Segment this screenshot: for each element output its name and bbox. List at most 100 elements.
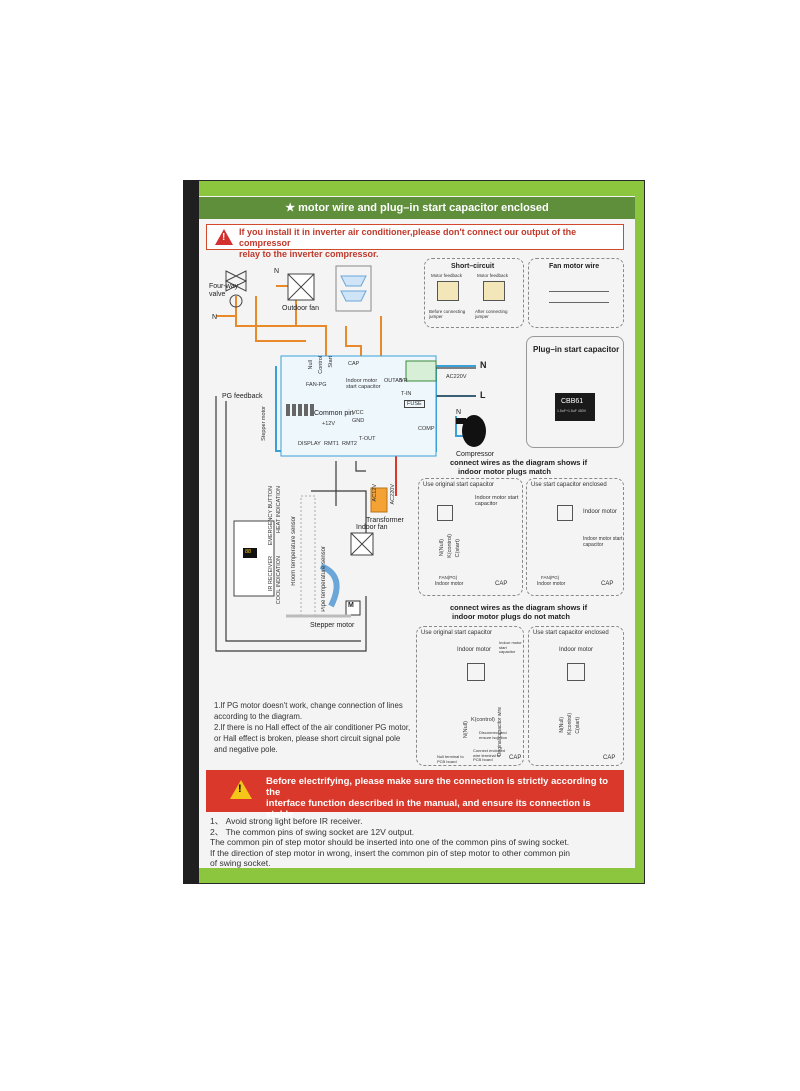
header-title: ★ motor wire and plug–in start capacitor… [199,197,635,219]
pg-note-3: 2.If there is no Hall effect of the air … [214,723,411,732]
pg-note-5: and negative pole. [214,745,278,754]
pg-note-1: 1.If PG motor doesn't work, change conne… [214,701,403,710]
match-right-indoor-motor-lbl: Indoor motor [537,581,566,587]
pipe-temp-label: Pipe temperature sensor [321,546,327,612]
match-right-indoor-motor: Indoor motor [583,509,618,515]
valve-n-label: N [212,314,218,321]
match-left-n-null: N(Null) [439,539,445,557]
nomatch-right-motor [567,663,585,681]
nomatch-left-motor [467,663,485,681]
room-temp-label: Room temperature sensor [291,516,297,586]
bottom-note-5: of swing socket. [210,858,271,868]
inverter-warning-line2: relay to the inverter compressor. [239,249,379,259]
match-right-box: Use start capacitor enclosed Indoor moto… [526,478,624,596]
fan-pg-label: FAN-PG [306,382,327,388]
control-label: Control [318,356,324,374]
stepper-motor-box [345,600,361,616]
main-n-label: N [480,360,487,370]
jumper-after [483,281,505,301]
fuse-label: FUSE [404,400,425,408]
plug-in-capacitor-box: Plug–in start capacitor CBB61 1.5uF+1.5u… [526,336,624,448]
black-wires [215,367,476,652]
match-left-start-cap: Indoor motor start capacitor [475,495,519,507]
pg-note-4: or Hall effect is broken, please short c… [214,734,401,743]
pg-notes: 1.If PG motor doesn't work, change conne… [214,700,414,755]
board-start-cap-label: Indoor motor start capacitor [346,378,381,390]
outab-label: OUTAB [384,378,403,384]
vr-label: VR [400,378,408,384]
transformer-body [370,487,388,513]
outdoor-fan-label: Outdoor fan [282,305,319,312]
short-circuit-box: Short–circuit Motor feedback Motor feedb… [424,258,524,328]
nomatch-right-k-control: K(control) [567,713,573,735]
stepper-m-label: M [348,602,354,609]
nomatch-null-terminal: Null terminal to PCB board [437,754,464,764]
pg-note-2: according to the diagram. [214,712,302,721]
display-screen [243,548,257,558]
short-circuit-title: Short–circuit [451,263,495,270]
fan-motor-wire-box: Fan motor wire [528,258,624,328]
stepper-motor-vertical-label: Stepper motor [261,406,267,441]
nomatch-left-box: Use original start capacitor Indoor moto… [416,626,524,766]
stepper-motor-label: Stepper motor [310,622,355,629]
nomatch-left-title: Use original start capacitor [421,630,493,636]
wiring-svg [215,265,486,652]
emergency-label: EMERGENCY BUTTON [268,486,274,546]
nomatch-left-start-cap: Indoor motor start capacitor [499,640,522,654]
match-left-motor [437,505,453,521]
nomatch-left-k-control: K(control) [471,717,495,723]
cool-indication-label: COOL INDICATION [276,556,282,605]
bottom-note-3: The common pin of step motor should be i… [210,837,570,847]
nomatch-right-n-null: N(Null) [559,717,565,733]
fan-wire-icon [549,291,609,303]
fan-motor-wire-title: Fan motor wire [549,263,600,270]
nomatch-left-n-null: N(Null) [463,721,469,739]
bottom-notes: 1、 Avoid strong light before IR receiver… [210,816,630,869]
capacitor-model: CBB61 [561,398,584,405]
board-cap-label: CAP [348,361,360,367]
comp-label: COMP [418,426,435,432]
compressor-label: Compressor [456,451,495,458]
match-left-k-control: K(control) [447,534,453,558]
electrifying-warning-line2: interface function described in the manu… [266,798,591,820]
plus12v-label: +12V [322,421,335,427]
display-digits: 88 [245,549,252,555]
four-way-valve-label: Four-way valve [209,283,239,298]
transformer-ac12v-label: AC12V [372,484,378,502]
transformer-label: Transformer [366,517,404,524]
match-right-fan-pg: FAN(PG) [541,575,560,580]
match-left-box: Use original start capacitor Indoor moto… [418,478,523,596]
match-right-title: Use start capacitor enclosed [531,482,607,488]
ir-receiver-label: IR RECEIVER [268,556,274,592]
compressor-n-label: N [456,409,462,416]
match-title-2: indoor motor plugs match [458,467,551,476]
rmt2-label: RMT2 [342,441,357,447]
match-title-1: connect wires as the diagram shows if [450,458,588,467]
nomatch-right-cap: CAP [603,755,616,761]
capacitor-body: CBB61 1.5uF+1.5uF 450V [555,393,595,421]
four-way-valve-symbol [224,270,248,292]
motor-feedback-label-2: Motor feedback [477,273,509,278]
warning-icon: ! [215,229,233,245]
bottom-note-2: 2、 The common pins of swing socket are 1… [210,826,415,837]
match-left-c-start: C(start) [455,539,461,558]
motor-feedback-label-1: Motor feedback [431,273,463,278]
ac220v-label: AC220V [446,374,467,380]
nomatch-left-indoor-motor: Indoor motor [457,647,492,653]
nomatch-right-box: Use start capacitor enclosed Indoor moto… [528,626,624,766]
wiring-diagram: Four-way valve N N Outdoor fan Null Cont… [206,256,626,768]
nomatch-title-2: indoor motor plugs do not match [452,612,570,621]
box-side-edge [183,180,199,884]
t-in-label: T-IN [401,391,412,397]
electrifying-warning-line3: and reliable. [266,820,322,831]
match-left-fan-pg: FAN(PG) [439,575,458,580]
airflow-arrow [319,563,340,608]
vcc-label: VCC [352,410,364,416]
match-right-motor [557,505,573,521]
null-label: Null [308,360,314,370]
valve-coil [229,294,243,308]
room-temp-sensor-lead [300,495,316,617]
inverter-warning-line1: If you install it in inverter air condit… [239,227,577,248]
nomatch-right-c-start: C(start) [575,717,581,734]
inverter-warning: ! If you install it in inverter air cond… [206,224,624,259]
